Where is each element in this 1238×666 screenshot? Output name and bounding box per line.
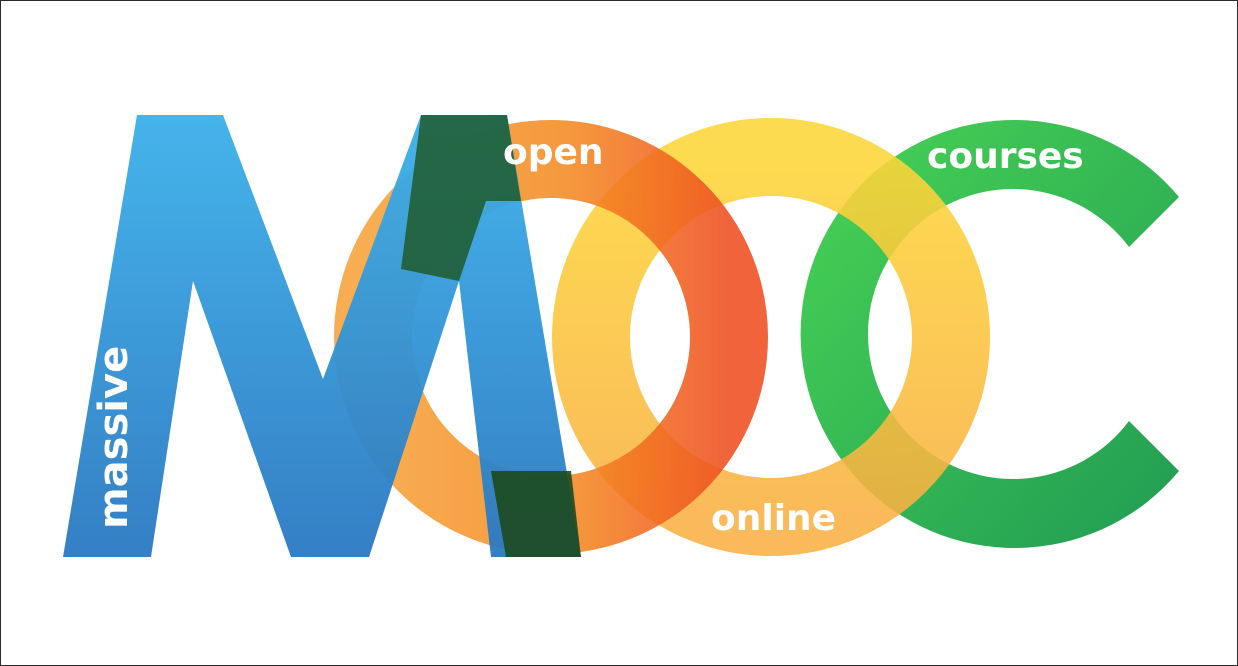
word-massive: massive	[91, 346, 137, 529]
word-online: online	[711, 498, 836, 539]
overlap-dark-stroke-lower	[491, 471, 581, 557]
word-open: open	[503, 132, 604, 173]
overlap-dark-stroke	[401, 115, 521, 281]
letter-o-second	[552, 118, 990, 556]
word-courses: courses	[927, 136, 1084, 177]
